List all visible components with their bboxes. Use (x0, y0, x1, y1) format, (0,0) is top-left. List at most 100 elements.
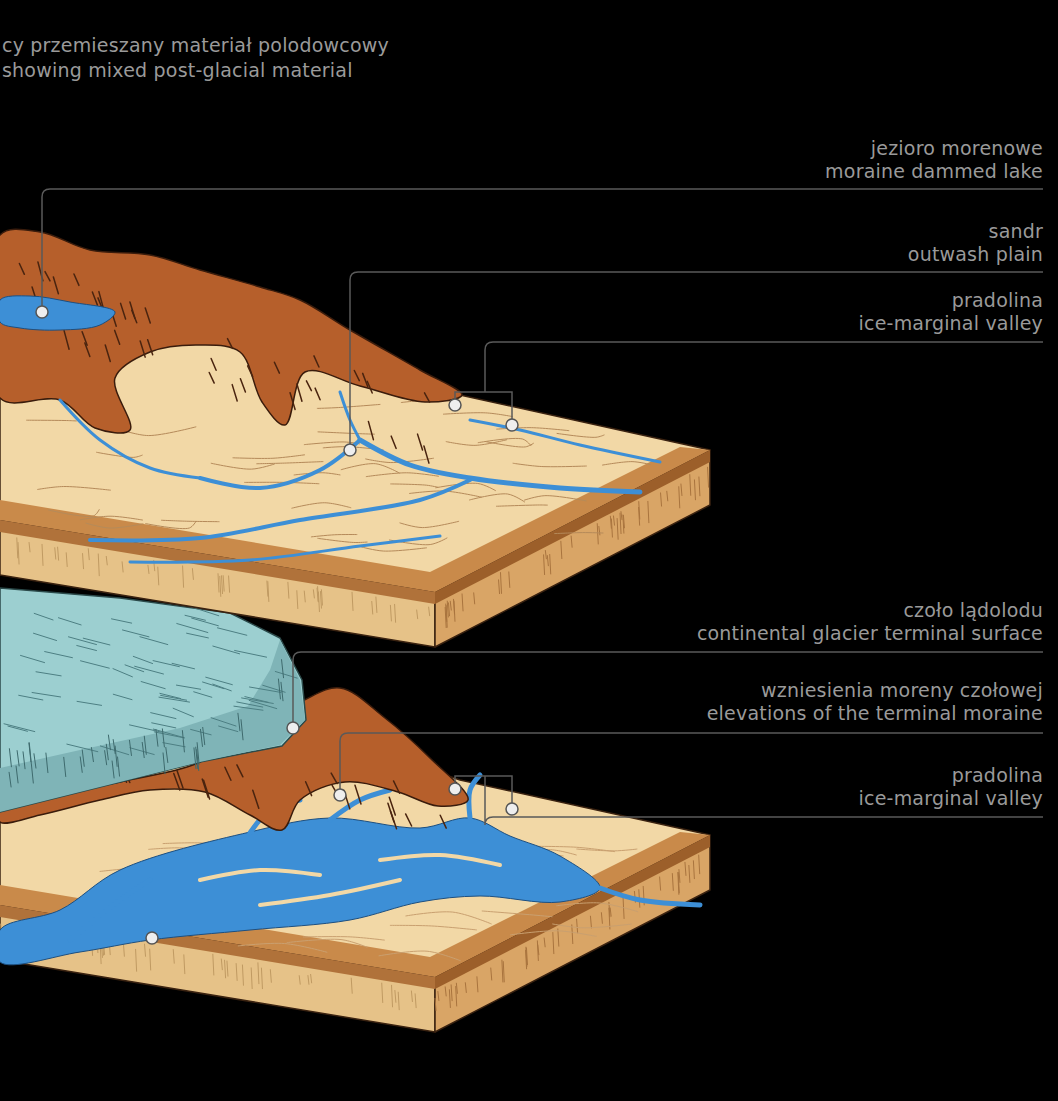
ice-texture (31, 764, 33, 783)
ice-texture (129, 740, 131, 755)
ice-texture (151, 713, 176, 719)
moraine-shading (204, 780, 210, 799)
sand-channel (27, 420, 77, 422)
face-hatch (550, 554, 551, 573)
face-hatch (617, 519, 618, 540)
face-hatch (225, 960, 226, 978)
marker-dot (344, 444, 356, 456)
face-hatch (106, 556, 107, 564)
face-hatch (491, 968, 492, 980)
ice-texture (113, 694, 132, 699)
face-hatch (679, 870, 680, 883)
hill-shading (306, 381, 311, 391)
marker-dot (146, 932, 158, 944)
face-hatch (42, 544, 43, 565)
ice-texture (275, 671, 297, 678)
face-hatch (321, 590, 322, 605)
sand-channel (362, 547, 427, 551)
sand-channel (443, 413, 512, 417)
ice-texture (46, 753, 48, 773)
face-hatch (222, 576, 223, 594)
callout-label: czoło lądolodu (903, 599, 1043, 621)
sand-bar (260, 880, 400, 905)
face-hatch (122, 562, 123, 572)
face-hatch (29, 542, 30, 551)
face-hatch (55, 548, 56, 559)
hill-shading (145, 308, 150, 323)
ice-texture (213, 684, 231, 691)
ice-texture (237, 702, 263, 707)
sand-channel (390, 925, 476, 930)
face-hatch (544, 938, 545, 947)
face-hatch (398, 992, 399, 1010)
ice-texture (4, 724, 35, 732)
face-hatch (261, 968, 262, 989)
face-hatch (435, 998, 436, 1010)
ice-texture (282, 660, 284, 678)
sand-channel (524, 496, 586, 501)
hill-shading (232, 385, 237, 401)
moraine-hills (0, 229, 462, 433)
face-hatch (610, 908, 611, 916)
callout-label: pradolina (952, 764, 1043, 786)
face-hatch (648, 501, 649, 522)
face-hatch (503, 962, 504, 982)
ice-texture (217, 628, 246, 635)
ice-texture (9, 772, 11, 787)
moraine-shading (306, 782, 312, 796)
sand-channel (48, 510, 99, 517)
width-bracket (455, 776, 512, 809)
ice-texture (29, 743, 31, 763)
meltwater-channel (70, 880, 150, 940)
hill-shading (315, 388, 320, 400)
sand-channel (557, 903, 638, 912)
ice-texture (17, 751, 19, 766)
ice-texture (203, 727, 205, 744)
face-hatch (229, 576, 230, 592)
face-hatch (88, 549, 89, 560)
face-hatch (465, 983, 466, 993)
face-hatch (547, 556, 548, 566)
sand-channel (482, 911, 552, 917)
ice-texture (118, 757, 120, 776)
face-hatch (450, 601, 451, 610)
face-hatch (448, 603, 449, 616)
ice-texture (159, 697, 190, 702)
moraine-shading (355, 785, 361, 804)
face-hatch (599, 526, 600, 534)
marker-dot (506, 419, 518, 431)
face-hatch (545, 550, 546, 558)
sand-channel (446, 440, 506, 446)
sand-channel (602, 462, 650, 465)
hill-shading (240, 379, 245, 392)
face-hatch (184, 955, 185, 974)
face-hatch (694, 480, 695, 500)
sand-channel (86, 523, 143, 528)
sand-channel (513, 463, 586, 466)
ice-texture (173, 708, 193, 716)
ice-texture (234, 706, 263, 710)
ice-texture (36, 672, 61, 676)
sand-channel (485, 442, 533, 448)
hill-shading (211, 359, 216, 371)
callout-label: cy przemieszany materiał polodowcowy (2, 34, 389, 56)
face-hatch (429, 607, 430, 616)
ice-texture (185, 615, 205, 620)
meltwater-channel (330, 790, 390, 820)
lower-block (0, 588, 710, 1032)
ice-texture (194, 692, 212, 697)
face-hatch (417, 610, 418, 619)
face-hatch (456, 986, 457, 1006)
hill-shading (19, 263, 24, 274)
sand-channel (510, 931, 596, 937)
ice-texture (142, 742, 144, 757)
face-hatch (415, 994, 416, 1008)
face-hatch (451, 985, 452, 1001)
face-hatch (502, 960, 503, 982)
leader-line (42, 189, 1043, 306)
hill-shading (115, 330, 120, 344)
face-hatch (173, 950, 174, 964)
face-hatch (372, 601, 373, 614)
ice-texture (82, 750, 84, 766)
